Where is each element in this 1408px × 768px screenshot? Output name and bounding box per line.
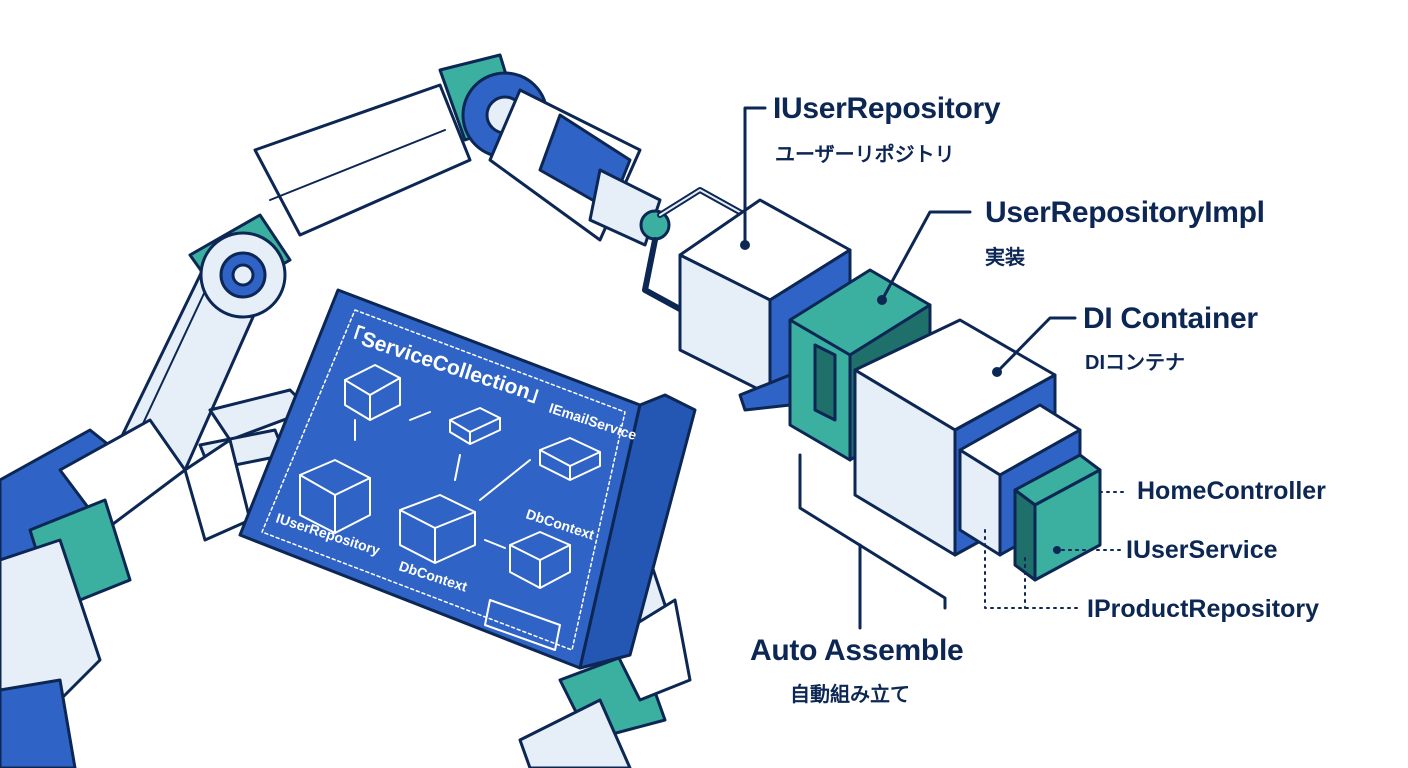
label-iuserrepository-sub: ユーザーリポジトリ <box>775 144 955 166</box>
label-iuserservice: IUserService <box>1126 536 1278 564</box>
anchor-dot-impl <box>877 295 887 305</box>
anchor-dot-iuserservice <box>1053 546 1061 554</box>
component-stack <box>678 198 1102 582</box>
label-impl-title: UserRepositoryImpl <box>985 196 1265 229</box>
label-auto-title: Auto Assemble <box>750 634 964 667</box>
dotted-lines <box>984 491 1129 609</box>
blueprint-sheet <box>238 288 697 670</box>
label-iproductrepository: IProductRepository <box>1087 595 1319 623</box>
label-di-sub: DIコンテナ <box>1085 352 1185 374</box>
upper-robot-arm <box>118 53 748 472</box>
label-iuserrepository-title: IUserRepository <box>773 92 1001 125</box>
leader-lines <box>743 106 1077 630</box>
label-di-title: DI Container <box>1083 302 1258 335</box>
anchor-dot-di <box>992 367 1002 377</box>
lower-robot-arm <box>0 388 312 768</box>
label-homecontroller: HomeController <box>1137 477 1326 505</box>
label-auto-sub: 自動組み立て <box>790 684 910 706</box>
label-impl-sub: 実装 <box>985 247 1025 269</box>
anchor-dot-iuserrepo <box>740 240 750 250</box>
